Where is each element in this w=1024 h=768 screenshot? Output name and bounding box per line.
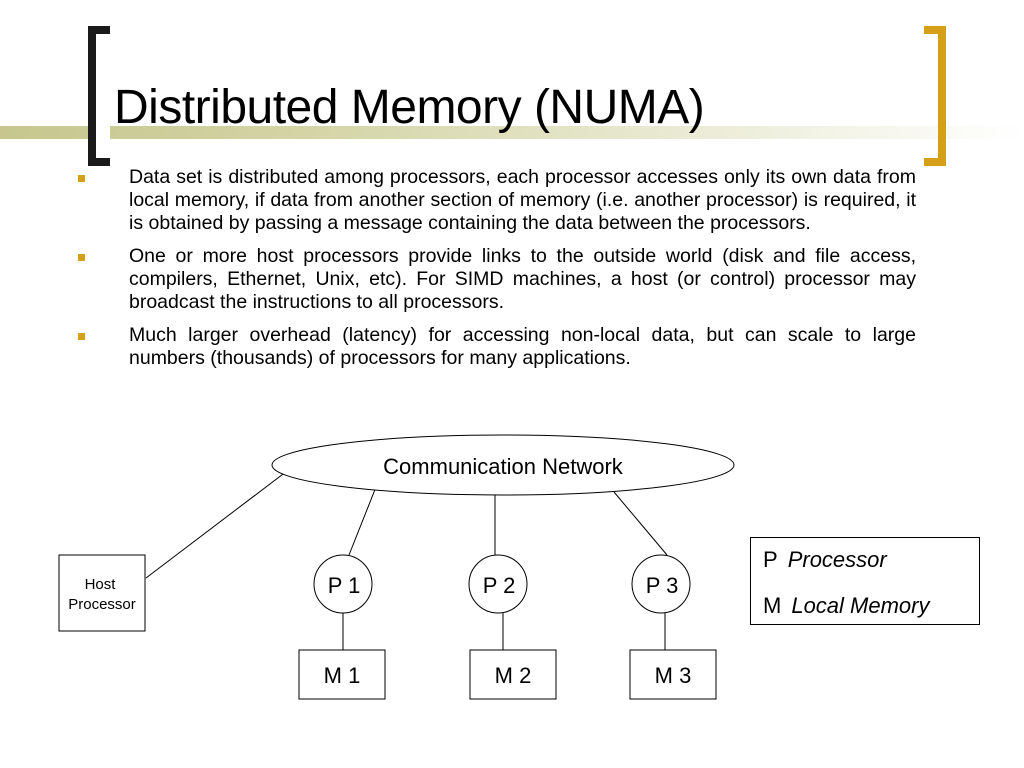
- legend-row-memory: M Local Memory: [763, 595, 929, 617]
- processor-label: P 2: [483, 573, 516, 598]
- right-bracket-decoration: [924, 26, 946, 166]
- bullet-text: Data set is distributed among processors…: [129, 166, 916, 234]
- network-link-host: [145, 467, 292, 579]
- host-label-line1: Host: [85, 576, 117, 593]
- bullet-item: One or more host processors provide link…: [78, 245, 916, 314]
- legend-row-processor: P Processor: [763, 549, 887, 571]
- processor-node: [468, 554, 528, 614]
- processor-node: [631, 554, 691, 614]
- bullet-list: Data set is distributed among processors…: [78, 166, 916, 380]
- processor-label: P 1: [328, 573, 361, 598]
- network-link-p1: [348, 486, 377, 556]
- bullet-item: Much larger overhead (latency) for acces…: [78, 324, 916, 370]
- memory-label: M 1: [324, 663, 361, 688]
- communication-network: [271, 434, 735, 496]
- title-band: [0, 126, 1024, 139]
- legend-key: M: [763, 593, 782, 618]
- memory-label: M 3: [655, 663, 692, 688]
- bullet-text: One or more host processors provide link…: [129, 245, 916, 313]
- network-label: Communication Network: [383, 454, 624, 479]
- legend-value: Local Memory: [791, 593, 930, 618]
- square-bullet-icon: [78, 254, 85, 261]
- page-title: Distributed Memory (NUMA): [114, 81, 705, 135]
- square-bullet-icon: [78, 175, 85, 182]
- network-link-p3: [613, 491, 668, 556]
- memory-label: M 2: [495, 663, 532, 688]
- processor-label: P 3: [646, 573, 679, 598]
- host-label-line2: Processor: [68, 596, 136, 613]
- memory-box: [469, 649, 557, 700]
- memory-box: [629, 649, 717, 700]
- legend: P Processor M Local Memory: [750, 537, 980, 625]
- legend-key: P: [763, 547, 778, 572]
- host-processor-box: [58, 554, 146, 632]
- bullet-item: Data set is distributed among processors…: [78, 166, 916, 235]
- memory-box: [298, 649, 386, 700]
- bullet-text: Much larger overhead (latency) for acces…: [129, 324, 916, 369]
- left-bracket-decoration: [88, 26, 110, 166]
- processor-node: [313, 554, 373, 614]
- square-bullet-icon: [78, 333, 85, 340]
- legend-value: Processor: [787, 547, 887, 572]
